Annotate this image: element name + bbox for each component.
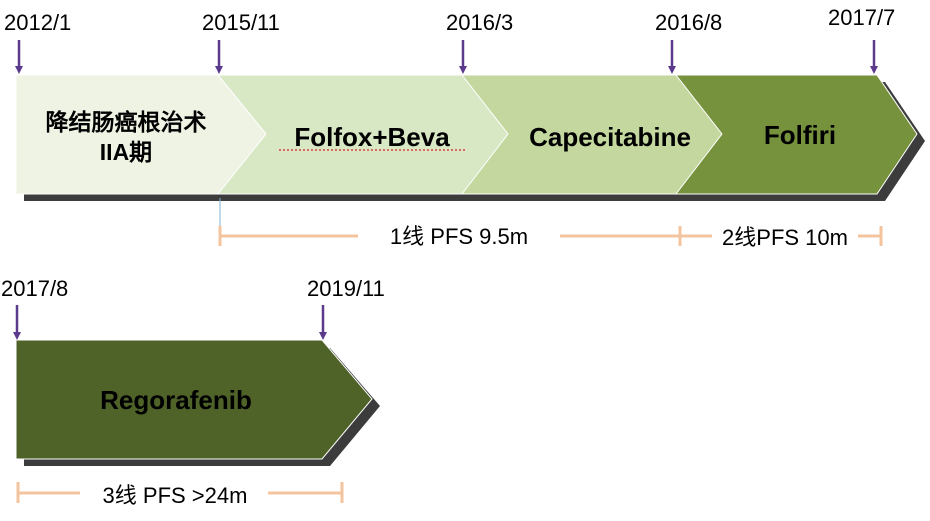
stage-capecitabine-label: Capecitabine <box>529 122 691 152</box>
pfs-bracket-line1 <box>218 226 682 246</box>
stage-regorafenib-label: Regorafenib <box>100 385 252 415</box>
date-label: 2017/7 <box>828 5 895 30</box>
stage-folfiri-label: Folfiri <box>764 120 836 150</box>
row2-date-markers <box>13 305 327 340</box>
date-label: 2017/8 <box>1 276 68 301</box>
pfs-line3-label: 3线 PFS >24m <box>103 483 248 508</box>
pfs-line1-label: 1线 PFS 9.5m <box>390 224 528 249</box>
date-label: 2016/8 <box>655 10 722 35</box>
stage-folfiri-chevron <box>674 74 918 195</box>
date-label: 2019/11 <box>307 276 385 301</box>
pfs-line2-label: 2线PFS 10m <box>722 225 848 250</box>
pfs-bracket-line3 <box>16 482 344 503</box>
date-label: 2012/1 <box>4 10 71 35</box>
date-label: 2015/11 <box>202 10 280 35</box>
row1-date-markers <box>15 40 878 74</box>
stage-regorafenib-chevron <box>15 339 373 460</box>
stage-surgery-line1: 降结肠癌根治术 <box>46 109 207 135</box>
pfs-bracket-line2 <box>680 226 883 246</box>
stage-folfox-label: Folfox+Beva <box>294 122 450 152</box>
date-label: 2016/3 <box>446 10 513 35</box>
stage-surgery-line2: IIA期 <box>100 139 152 165</box>
